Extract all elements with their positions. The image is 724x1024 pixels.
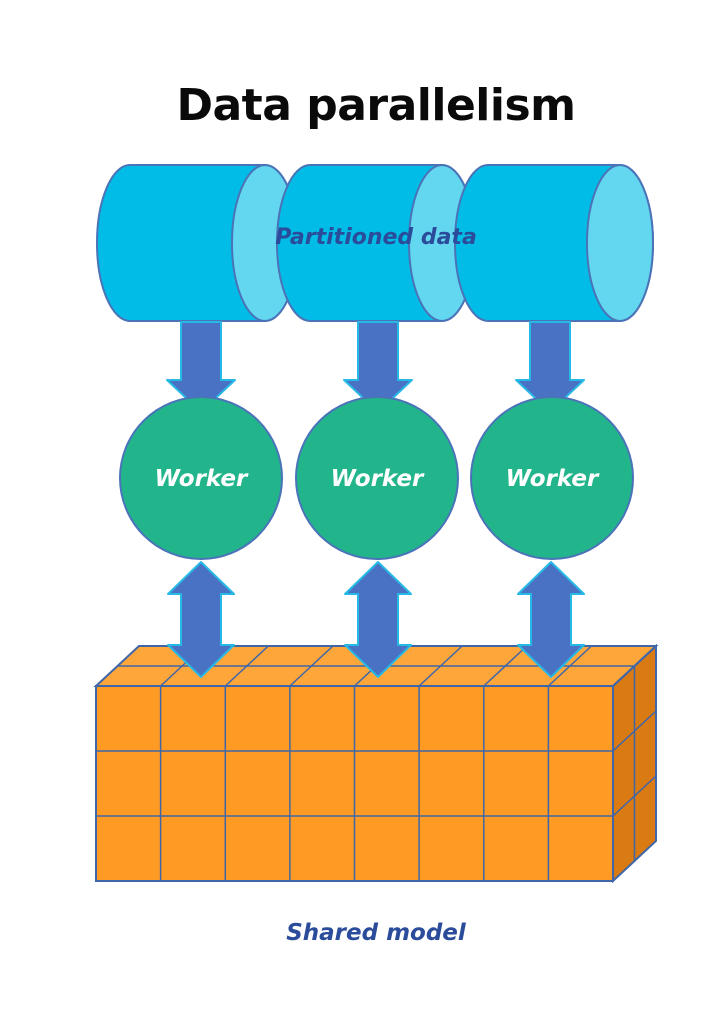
worker-3: Worker bbox=[470, 396, 634, 560]
down-arrows bbox=[166, 321, 585, 413]
workers-group: Worker Worker Worker bbox=[119, 396, 634, 560]
worker-2: Worker bbox=[295, 396, 459, 560]
shared-model-block bbox=[93, 643, 659, 884]
bidirectional-arrow-1 bbox=[167, 561, 235, 678]
partitioned-data-label: Partitioned data bbox=[275, 225, 477, 250]
data-cylinder-3 bbox=[454, 164, 654, 322]
shared-model-label: Shared model bbox=[286, 920, 467, 946]
data-cylinder-1 bbox=[96, 164, 299, 322]
down-arrow-1 bbox=[166, 321, 236, 413]
partitioned-data-group: Partitioned data bbox=[96, 164, 654, 322]
worker-label: Worker bbox=[506, 466, 600, 492]
bidirectional-arrows bbox=[167, 561, 585, 678]
down-arrow-2 bbox=[343, 321, 413, 413]
worker-label: Worker bbox=[155, 466, 249, 492]
down-arrow-3 bbox=[515, 321, 585, 413]
worker-label: Worker bbox=[331, 466, 425, 492]
bidirectional-arrow-3 bbox=[517, 561, 585, 678]
bidirectional-arrow-2 bbox=[344, 561, 412, 678]
page-title: Data parallelism bbox=[176, 80, 576, 131]
model-outline bbox=[93, 643, 659, 884]
worker-1: Worker bbox=[119, 396, 283, 560]
